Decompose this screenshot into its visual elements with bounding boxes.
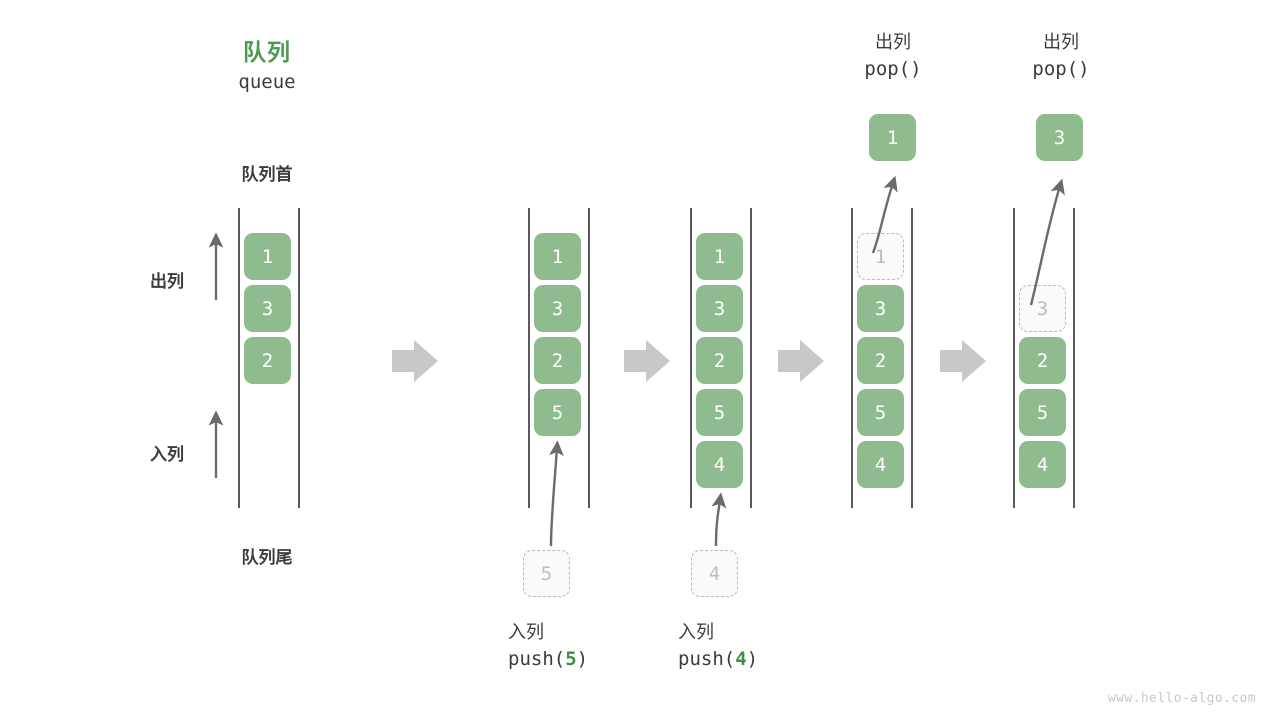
push-5-code-suffix: ) bbox=[576, 648, 589, 670]
pop-3-code-suffix: ) bbox=[1078, 58, 1090, 80]
push-5-code-arg: 5 bbox=[565, 648, 577, 670]
queue-rail-right-col1 bbox=[298, 208, 300, 508]
pop-3-code-prefix: pop( bbox=[1032, 58, 1079, 80]
push-5-caption-code: push(5) bbox=[508, 646, 678, 672]
push-4-code-prefix: push( bbox=[678, 648, 736, 670]
pop-1-caption-code: pop() bbox=[808, 56, 978, 82]
queue-rail-left-col5 bbox=[1013, 208, 1015, 508]
queue-cell-new: 4 bbox=[696, 441, 743, 488]
page-title-en: queue bbox=[238, 71, 296, 93]
pending-push-value-4: 4 bbox=[691, 550, 738, 597]
flow-arrow-2 bbox=[624, 340, 670, 382]
popped-value-1: 1 bbox=[869, 114, 916, 161]
push-5-arrow bbox=[549, 440, 564, 547]
queue-cell: 3 bbox=[857, 285, 904, 332]
queue-cell: 2 bbox=[534, 337, 581, 384]
queue-head-label: 队列首 bbox=[241, 165, 293, 185]
queue-cell: 5 bbox=[696, 389, 743, 436]
queue-cell: 3 bbox=[696, 285, 743, 332]
pop-3-caption-cn: 出列 bbox=[1043, 32, 1079, 53]
queue-cell: 2 bbox=[696, 337, 743, 384]
push-4-code-suffix: ) bbox=[746, 648, 759, 670]
popped-value-3: 3 bbox=[1036, 114, 1083, 161]
enqueue-direction-label: 入列 bbox=[150, 445, 184, 465]
queue-rail-right-col3 bbox=[750, 208, 752, 508]
queue-cell: 4 bbox=[1019, 441, 1066, 488]
queue-rail-left-col4 bbox=[851, 208, 853, 508]
queue-rail-left-col1 bbox=[238, 208, 240, 508]
push-5-caption-cn: 入列 bbox=[508, 622, 544, 643]
queue-cell: 1 bbox=[534, 233, 581, 280]
queue-cell-new: 5 bbox=[534, 389, 581, 436]
queue-cell-removed: 1 bbox=[857, 233, 904, 280]
page-title-cn: 队列 bbox=[243, 40, 291, 66]
flow-arrow-3 bbox=[778, 340, 824, 382]
queue-cell-removed: 3 bbox=[1019, 285, 1066, 332]
queue-cell: 5 bbox=[1019, 389, 1066, 436]
queue-cell: 4 bbox=[857, 441, 904, 488]
queue-cell: 2 bbox=[244, 337, 291, 384]
queue-cell: 1 bbox=[696, 233, 743, 280]
queue-rail-right-col4 bbox=[911, 208, 913, 508]
queue-cell: 5 bbox=[857, 389, 904, 436]
push-5-caption: 入列 push(5) bbox=[508, 620, 678, 672]
push-5-code-prefix: push( bbox=[508, 648, 566, 670]
pop-1-caption-cn: 出列 bbox=[875, 32, 911, 53]
site-watermark: www.hello-algo.com bbox=[1107, 691, 1256, 706]
pop-1-caption: 出列 pop() bbox=[808, 30, 978, 82]
queue-cell: 3 bbox=[534, 285, 581, 332]
pop-3-caption-code: pop() bbox=[976, 56, 1146, 82]
queue-cell: 3 bbox=[244, 285, 291, 332]
push-4-caption-code: push(4) bbox=[678, 646, 848, 672]
queue-cell: 2 bbox=[1019, 337, 1066, 384]
push-4-code-arg: 4 bbox=[735, 648, 747, 670]
push-4-caption-cn: 入列 bbox=[678, 622, 714, 643]
queue-tail-label: 队列尾 bbox=[241, 548, 293, 568]
pending-push-value-5: 5 bbox=[523, 550, 570, 597]
flow-arrow-4 bbox=[940, 340, 986, 382]
queue-rail-right-col5 bbox=[1073, 208, 1075, 508]
pop-3-caption: 出列 pop() bbox=[976, 30, 1146, 82]
queue-rail-left-col3 bbox=[690, 208, 692, 508]
queue-rail-right-col2 bbox=[588, 208, 590, 508]
pop-1-code-prefix: pop( bbox=[864, 58, 911, 80]
flow-arrow-1 bbox=[392, 340, 438, 382]
push-4-caption: 入列 push(4) bbox=[678, 620, 848, 672]
queue-cell: 2 bbox=[857, 337, 904, 384]
dequeue-direction-label: 出列 bbox=[150, 272, 184, 292]
pop-1-code-suffix: ) bbox=[910, 58, 922, 80]
queue-rail-left-col2 bbox=[528, 208, 530, 508]
queue-cell: 1 bbox=[244, 233, 291, 280]
push-4-arrow bbox=[711, 492, 727, 547]
